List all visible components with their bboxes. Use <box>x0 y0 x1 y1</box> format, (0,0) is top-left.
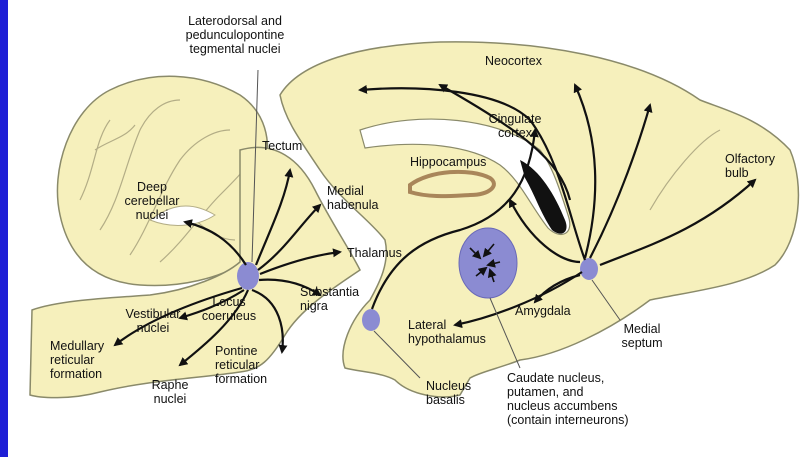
label-raphe-nuclei: Raphe nuclei <box>140 378 200 406</box>
label-olfactory-bulb: Olfactory bulb <box>725 152 775 180</box>
label-medial-habenula: Medial habenula <box>327 184 378 212</box>
label-caudate-putamen-accumbens: Caudate nucleus, putamen, and nucleus ac… <box>507 371 629 427</box>
label-medullary-reticular-formation: Medullary reticular formation <box>50 339 104 381</box>
cerebrum-outline <box>280 42 798 397</box>
label-nucleus-basalis: Nucleus basalis <box>426 379 471 407</box>
label-cingulate-cortex: Cingulate cortex <box>475 112 555 140</box>
label-amygdala: Amygdala <box>515 304 571 318</box>
label-medial-septum: Medial septum <box>612 322 672 350</box>
label-vestibular-nuclei: Vestibular nuclei <box>118 307 188 335</box>
label-thalamus: Thalamus <box>347 246 402 260</box>
label-lateral-hypothalamus: Lateral hypothalamus <box>408 318 486 346</box>
label-locus-coeruleus: Locus coeruleus <box>194 295 264 323</box>
label-neocortex: Neocortex <box>485 54 542 68</box>
label-deep-cerebellar-nuclei: Deep cerebellar nuclei <box>122 180 182 222</box>
caudate-putamen-nucleus <box>459 228 517 298</box>
label-ldt-ppt: Laterodorsal and pedunculopontine tegmen… <box>170 14 300 56</box>
nucleus-basalis-nucleus <box>362 309 380 331</box>
ldt-ppt-locus-nucleus <box>237 262 259 290</box>
label-substantia-nigra: Substantia nigra <box>300 285 359 313</box>
label-hippocampus: Hippocampus <box>410 155 486 169</box>
medial-septum-nucleus <box>580 258 598 280</box>
label-pontine-reticular-formation: Pontine reticular formation <box>215 344 267 386</box>
label-tectum: Tectum <box>262 139 302 153</box>
